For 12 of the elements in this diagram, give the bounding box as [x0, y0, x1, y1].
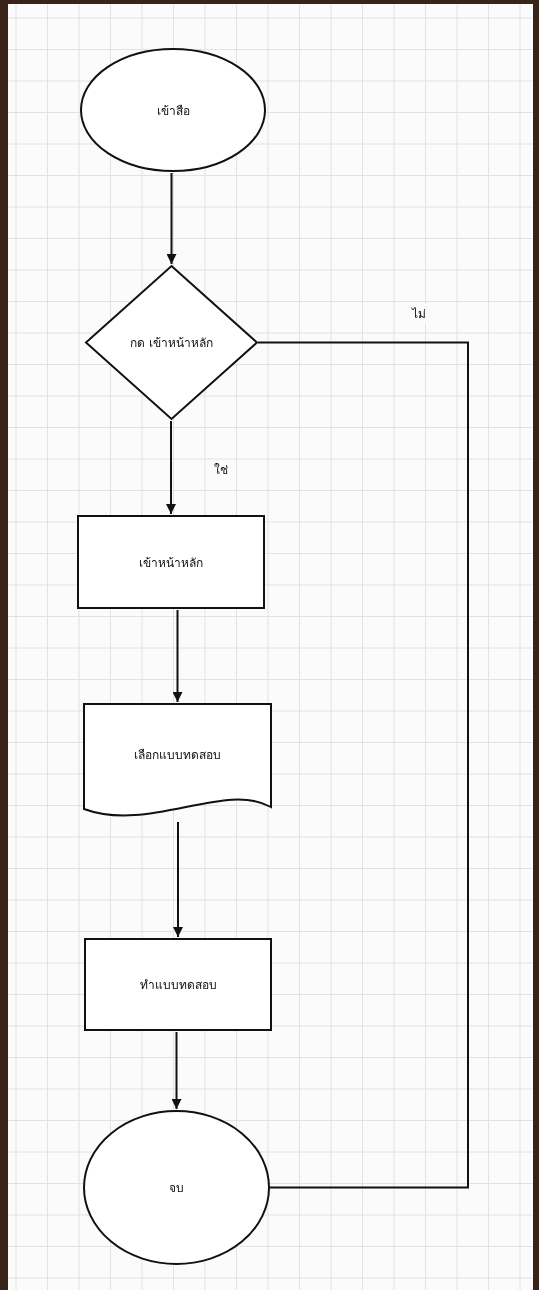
arrow [166, 420, 176, 515]
arrow [173, 821, 183, 938]
arrow [171, 1031, 182, 1110]
terminal-ellipse: จบ [83, 1110, 270, 1265]
process-box: ทำแบบทดสอบ [84, 938, 272, 1031]
decision-diamond: กด เข้าหน้าหลัก [85, 265, 258, 420]
edge-label: ไม่ [410, 304, 428, 323]
process-box: เข้าหน้าหลัก [77, 515, 265, 609]
arrow [172, 609, 183, 703]
arrow [166, 172, 177, 265]
connector-line [257, 341, 469, 1189]
terminal-ellipse: เข้าสือ [80, 48, 266, 172]
